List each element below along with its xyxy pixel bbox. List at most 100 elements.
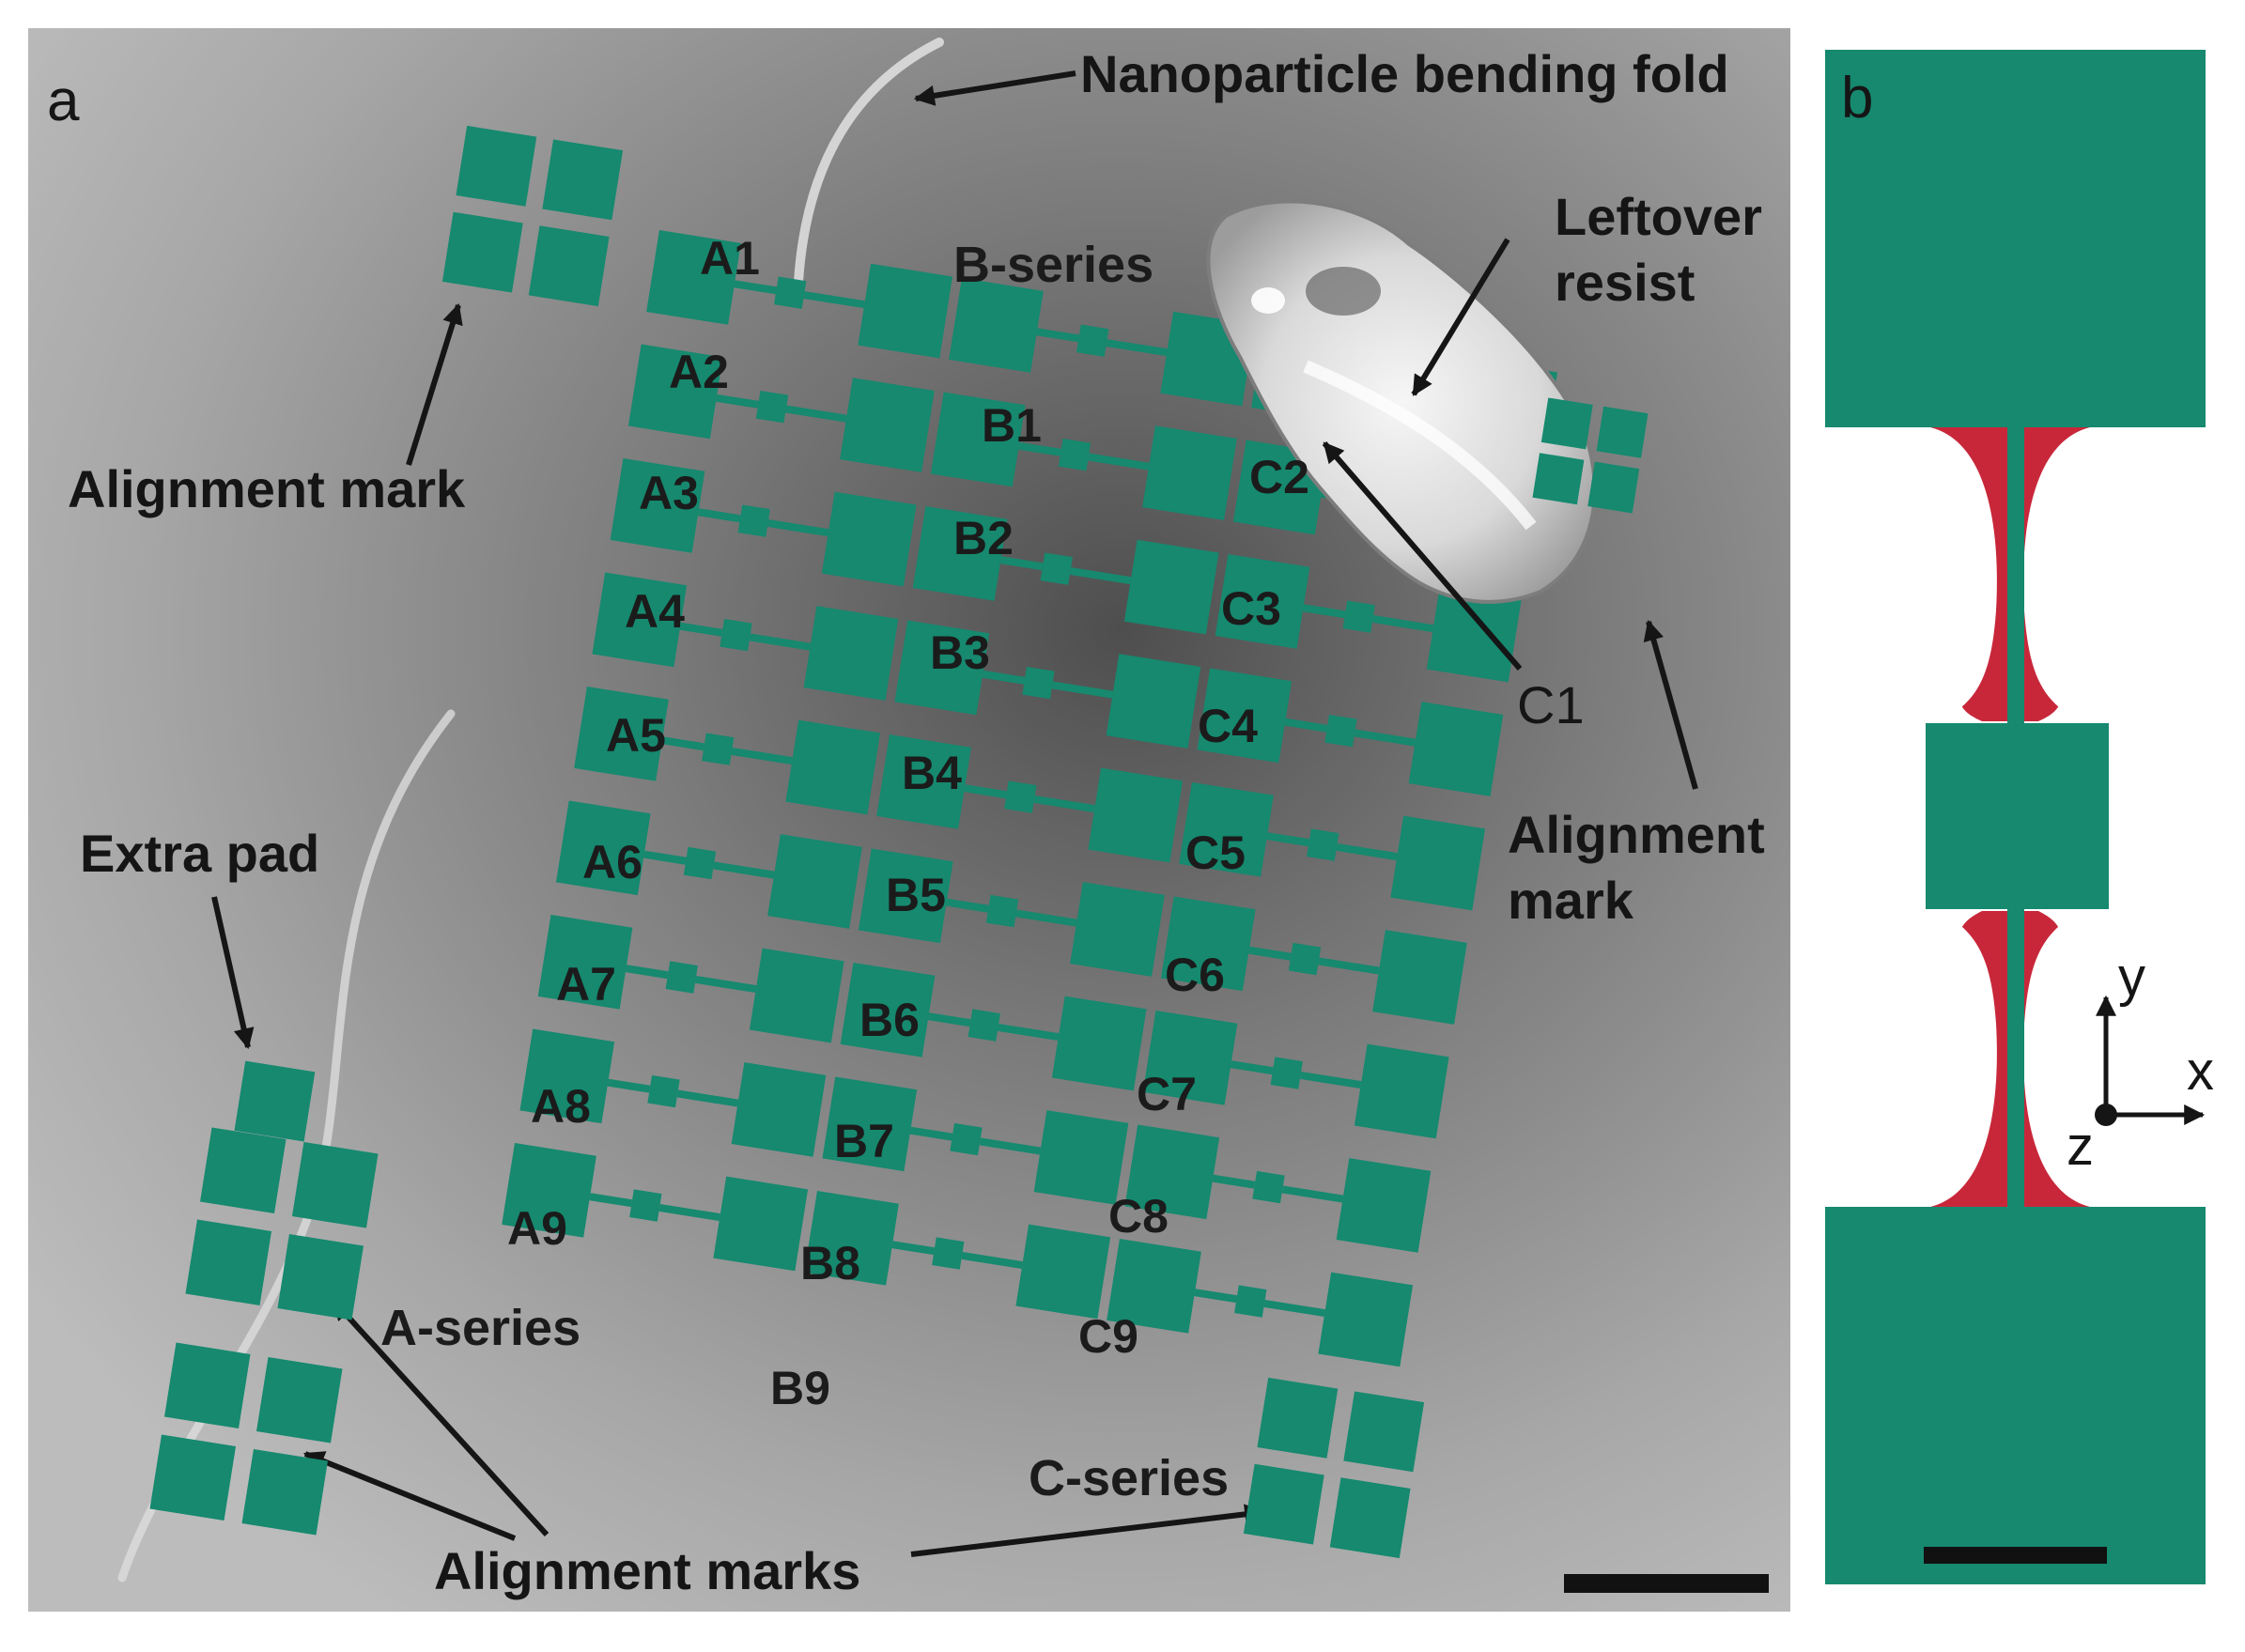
c-device-pad [1408, 702, 1504, 796]
arrow-icon [910, 1504, 1266, 1557]
shared-pad [840, 378, 935, 472]
b-device-wire [1015, 909, 1077, 927]
shared-pad [749, 948, 844, 1043]
a-device-label: A8 [531, 1080, 591, 1133]
b-device-pad [804, 1190, 899, 1286]
c-device-wire [1266, 832, 1310, 847]
a-device-wire [589, 1193, 633, 1208]
c-device-pad [1215, 554, 1310, 649]
undercut-mask-right-lower [2023, 909, 2207, 1207]
callout-arrows [211, 70, 1698, 1557]
b-device-wire [946, 898, 989, 913]
shared-pad [821, 491, 917, 587]
b-device-wire [999, 556, 1044, 571]
a-device-wire [731, 748, 793, 765]
a-device-wire [785, 405, 847, 423]
c-device-wire [1318, 957, 1380, 975]
shared-pad [803, 606, 899, 701]
a-device-wire [625, 965, 669, 980]
a-device-island [629, 1189, 662, 1222]
shared-pad [1106, 654, 1201, 749]
a-device-label: A1 [700, 232, 760, 285]
b-device-island [932, 1237, 965, 1270]
shared-pad [1070, 882, 1165, 977]
series-label-b: B-series [953, 237, 1153, 293]
panel-b-label: b [1841, 66, 1873, 131]
c-device-island [1234, 1285, 1267, 1318]
a-device-pad [610, 458, 705, 553]
b-device-label: B5 [886, 869, 946, 921]
b-device-island [1058, 438, 1092, 471]
arrow-icon [211, 896, 255, 1050]
c-device-wire [1263, 1299, 1325, 1318]
a-device-label: A4 [625, 585, 685, 638]
a-device-wire [679, 622, 723, 637]
a-device-wire [766, 519, 829, 537]
shared-pad [1015, 1224, 1111, 1320]
b-device-label: B6 [859, 994, 920, 1046]
leftover-resist-blob [1206, 199, 1597, 604]
c-device-island [1307, 828, 1339, 861]
a-device-wire [676, 1089, 739, 1107]
b-device-wire [964, 784, 1008, 799]
callout-alignment-mark-left: Alignment mark [68, 459, 466, 518]
b-device-wire [1033, 795, 1095, 813]
shared-pad [785, 719, 881, 815]
c-device-label: C4 [1198, 700, 1258, 752]
callout-leftover-resist-line2: resist [1555, 253, 1695, 312]
a-device-wire [661, 736, 705, 751]
a-device-island [665, 961, 698, 994]
top-electrode [1825, 50, 2206, 427]
series-label-c: C-series [1029, 1450, 1229, 1506]
b-device-pad [930, 392, 1026, 487]
a-device-label: A7 [556, 958, 616, 1011]
arrow-icon [406, 302, 463, 466]
undercut-mask-right-upper [2023, 427, 2207, 723]
b-device-label: B4 [902, 747, 962, 799]
alignment-cross-icon [441, 125, 624, 307]
extra-pad [234, 1060, 316, 1142]
alignment-cross-icon [149, 1342, 343, 1536]
a-device-pad [519, 1028, 615, 1124]
scale-bar-icon [1564, 1574, 1769, 1593]
c-device-pad [1390, 815, 1486, 911]
a-device-island [683, 846, 717, 880]
axis-label-y: y [2118, 947, 2145, 1008]
shared-pad [1033, 1110, 1129, 1205]
c-device-label: C6 [1165, 949, 1225, 1001]
arrow-icon [913, 70, 1076, 106]
nanoparticle-fold-upper [794, 38, 944, 286]
b-device-label: B2 [953, 512, 1014, 564]
b-device-wire [1018, 441, 1061, 456]
a-device-island [774, 276, 807, 309]
b-device-wire [979, 1137, 1042, 1155]
b-device-island [968, 1009, 1000, 1042]
b-device-island [1004, 780, 1037, 813]
c-device-label: C8 [1108, 1190, 1169, 1243]
a-device-label: A6 [582, 836, 643, 888]
a-device-label: A3 [639, 467, 699, 519]
c-device-wire [1336, 843, 1398, 861]
b-device-island [1076, 324, 1109, 357]
a-device-island [720, 618, 752, 652]
b-device-island [1040, 552, 1073, 585]
b-device-island [1022, 666, 1055, 700]
axis-label-x: x [2187, 1041, 2214, 1102]
a-device-pad [537, 914, 633, 1010]
c-device-pad [1124, 1124, 1220, 1220]
c-device-wire [1230, 1060, 1274, 1075]
b-device-pad [894, 620, 990, 716]
c-device-island [1270, 1057, 1303, 1089]
arrow-icon [302, 1451, 517, 1541]
shared-pad [1123, 539, 1219, 635]
c-device-label: C3 [1221, 582, 1281, 635]
shared-pad [858, 263, 953, 359]
a-device-pad [646, 230, 741, 325]
panel-b: y x z b [1822, 47, 2214, 1587]
c-device-pad [1354, 1043, 1449, 1139]
arrow-icon [1643, 619, 1698, 790]
c-device-wire [1194, 1289, 1238, 1304]
a-device-wire [803, 291, 865, 309]
series-label-a: A-series [380, 1300, 581, 1356]
a-device-wire [658, 1203, 720, 1222]
